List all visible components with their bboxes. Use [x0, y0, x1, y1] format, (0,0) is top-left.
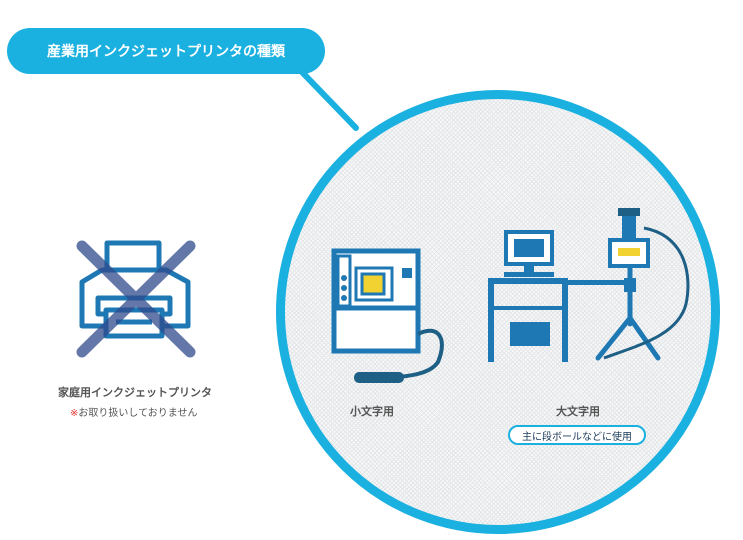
page-title: 産業用インクジェットプリンタの種類	[47, 44, 285, 60]
usage-badge: 主に段ボールなどに使用	[508, 425, 646, 445]
large-printer-label: 大文字用	[556, 405, 600, 418]
title-pill: 産業用インクジェットプリンタの種類	[7, 28, 325, 74]
cross-mark	[76, 240, 196, 358]
home-printer-icon	[76, 240, 196, 358]
note-mark: ※	[70, 408, 79, 419]
small-character-printer-icon	[331, 248, 444, 383]
large-character-printer-icon	[488, 208, 690, 362]
note-text: お取り扱いしておりません	[78, 408, 198, 419]
usage-text: 主に段ボールなどに使用	[522, 431, 632, 443]
small-printer-label: 小文字用	[350, 405, 394, 418]
home-printer-note: ※お取り扱いしておりません	[70, 404, 198, 419]
home-printer-label: 家庭用インクジェットプリンタ	[58, 386, 212, 399]
